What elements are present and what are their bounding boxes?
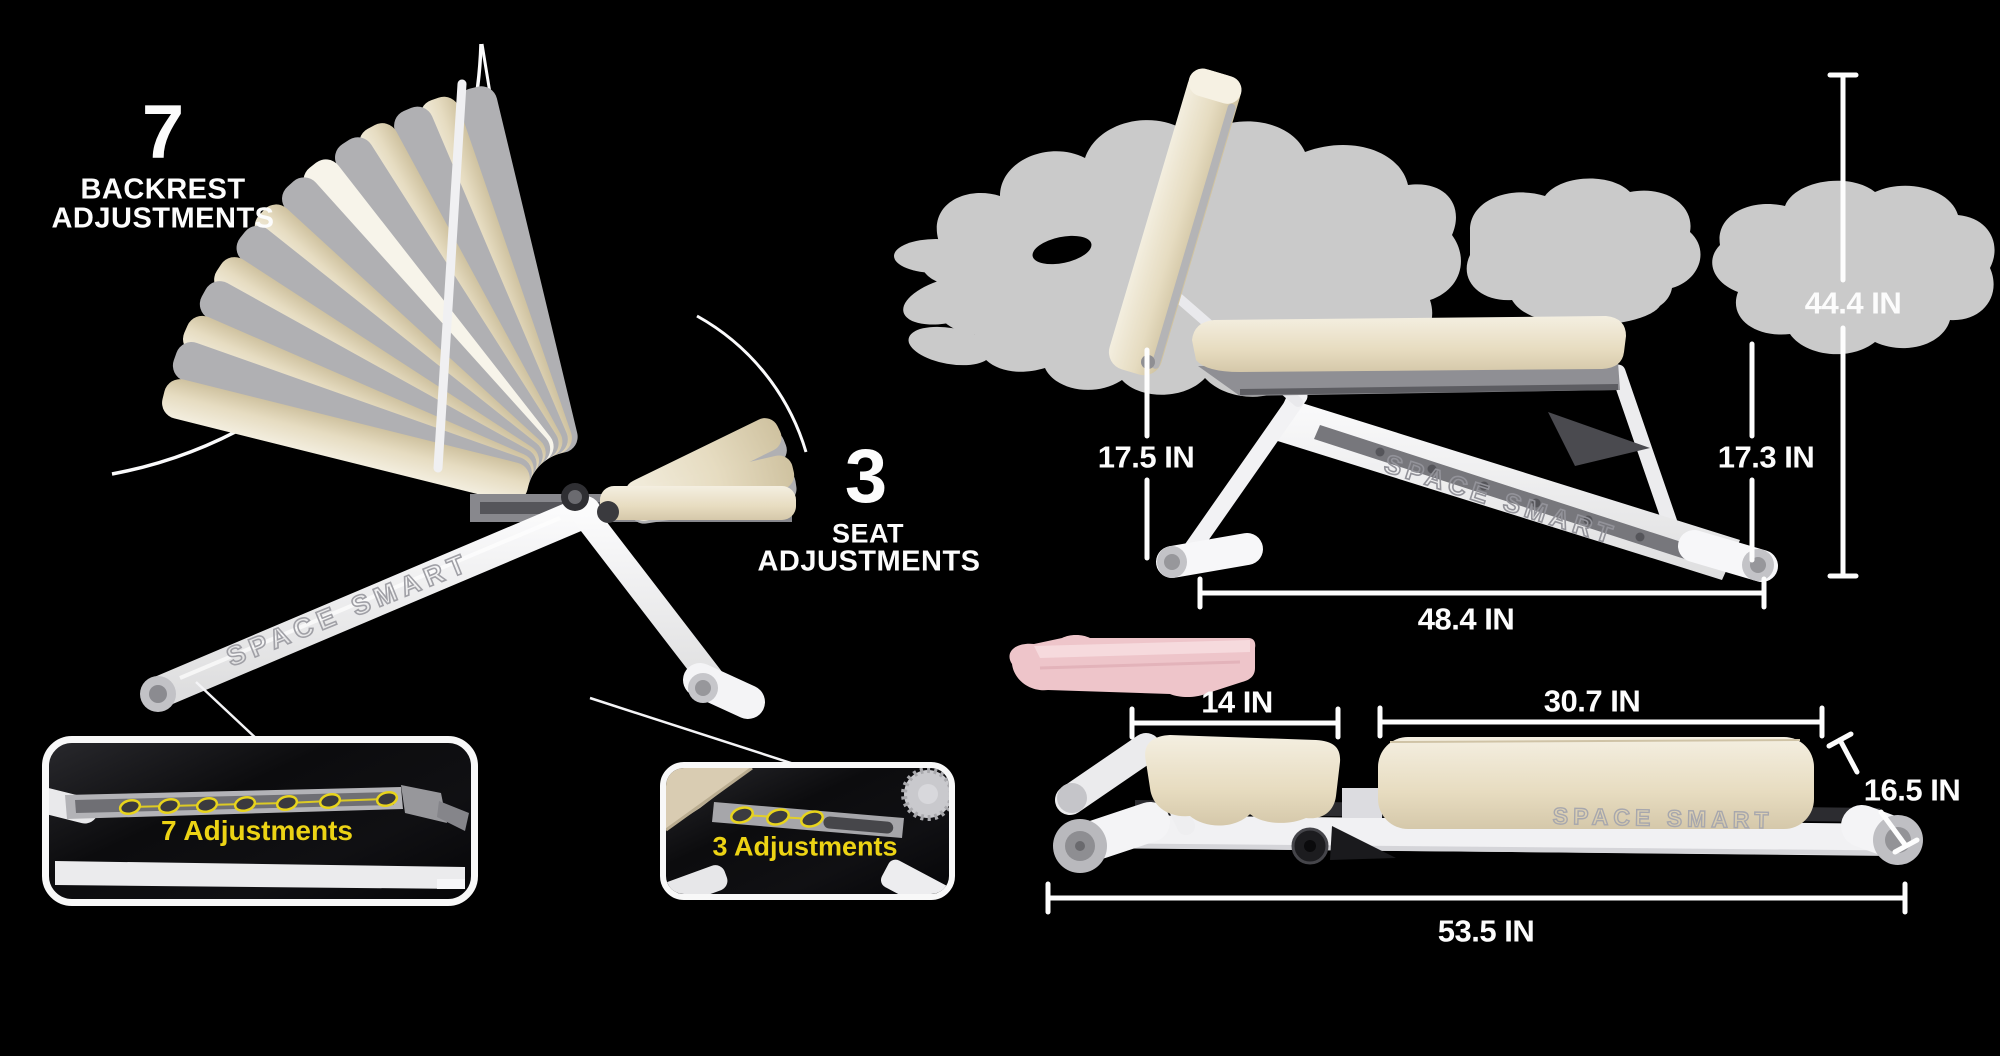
seat-inset-label: 3 Adjustments bbox=[712, 831, 898, 862]
dim-seat-pad-length: 14 IN bbox=[1201, 684, 1273, 720]
incline-bench: SPACE SMART bbox=[1108, 68, 1778, 582]
dim-line-overall-height bbox=[1827, 72, 1859, 579]
dim-line-back-pad-length bbox=[1377, 705, 1825, 739]
adjustment-holes-7 bbox=[118, 790, 399, 816]
seat-label-line2: ADJUSTMENTS bbox=[757, 545, 981, 578]
seat-count: 3 bbox=[844, 434, 888, 519]
flat-back-pad bbox=[1378, 737, 1814, 829]
dim-line-overall-length bbox=[1045, 881, 1908, 915]
dim-rear-height: 17.3 IN bbox=[1717, 439, 1815, 475]
dim-line-seat-pad-length bbox=[1129, 706, 1341, 740]
dim-base-length: 48.4 IN bbox=[1417, 601, 1515, 637]
seat-detail-inset bbox=[660, 762, 955, 900]
backrest-detail-inset bbox=[42, 736, 478, 906]
inset-leader-lines bbox=[195, 681, 798, 767]
dim-line-width bbox=[1826, 731, 1920, 855]
dim-line-base-length bbox=[1197, 576, 1767, 610]
adjustment-holes-3 bbox=[730, 806, 824, 828]
backrest-fan-pads bbox=[158, 82, 581, 506]
backrest-label-line1: BACKREST bbox=[80, 173, 246, 206]
incline-backrest-pad bbox=[1108, 68, 1242, 376]
incline-seat-pad bbox=[1192, 316, 1626, 372]
pink-silhouette-blob bbox=[1009, 635, 1256, 697]
dim-overall-length: 53.5 IN bbox=[1437, 913, 1535, 949]
brand-logo-flat-bench: SPACE SMART bbox=[1553, 803, 1774, 834]
backrest-inset-label: 7 Adjustments bbox=[161, 815, 353, 846]
pivot-hardware bbox=[561, 483, 619, 523]
backrest-detail-art bbox=[49, 785, 469, 889]
seat-label-line1: SEAT bbox=[831, 518, 905, 549]
seat-fan-pads bbox=[600, 413, 799, 526]
backrest-support-rod bbox=[433, 79, 467, 473]
dim-back-pad-length: 30.7 IN bbox=[1543, 683, 1641, 719]
seat-rotation-arc bbox=[696, 314, 808, 453]
flat-bench: SPACE SMART bbox=[1053, 733, 1923, 873]
dim-overall-height: 44.4 IN bbox=[1804, 285, 1902, 321]
backrest-count: 7 bbox=[141, 90, 185, 175]
backrest-label-line2: ADJUSTMENTS bbox=[51, 202, 275, 235]
dim-front-height: 17.5 IN bbox=[1097, 439, 1195, 475]
brand-logo-left-bench: SPACE SMART bbox=[222, 547, 475, 672]
dim-width: 16.5 IN bbox=[1863, 772, 1961, 808]
flat-seat-pad bbox=[1145, 735, 1341, 826]
left-bench-frame bbox=[140, 496, 765, 719]
seat-detail-art bbox=[666, 768, 949, 894]
